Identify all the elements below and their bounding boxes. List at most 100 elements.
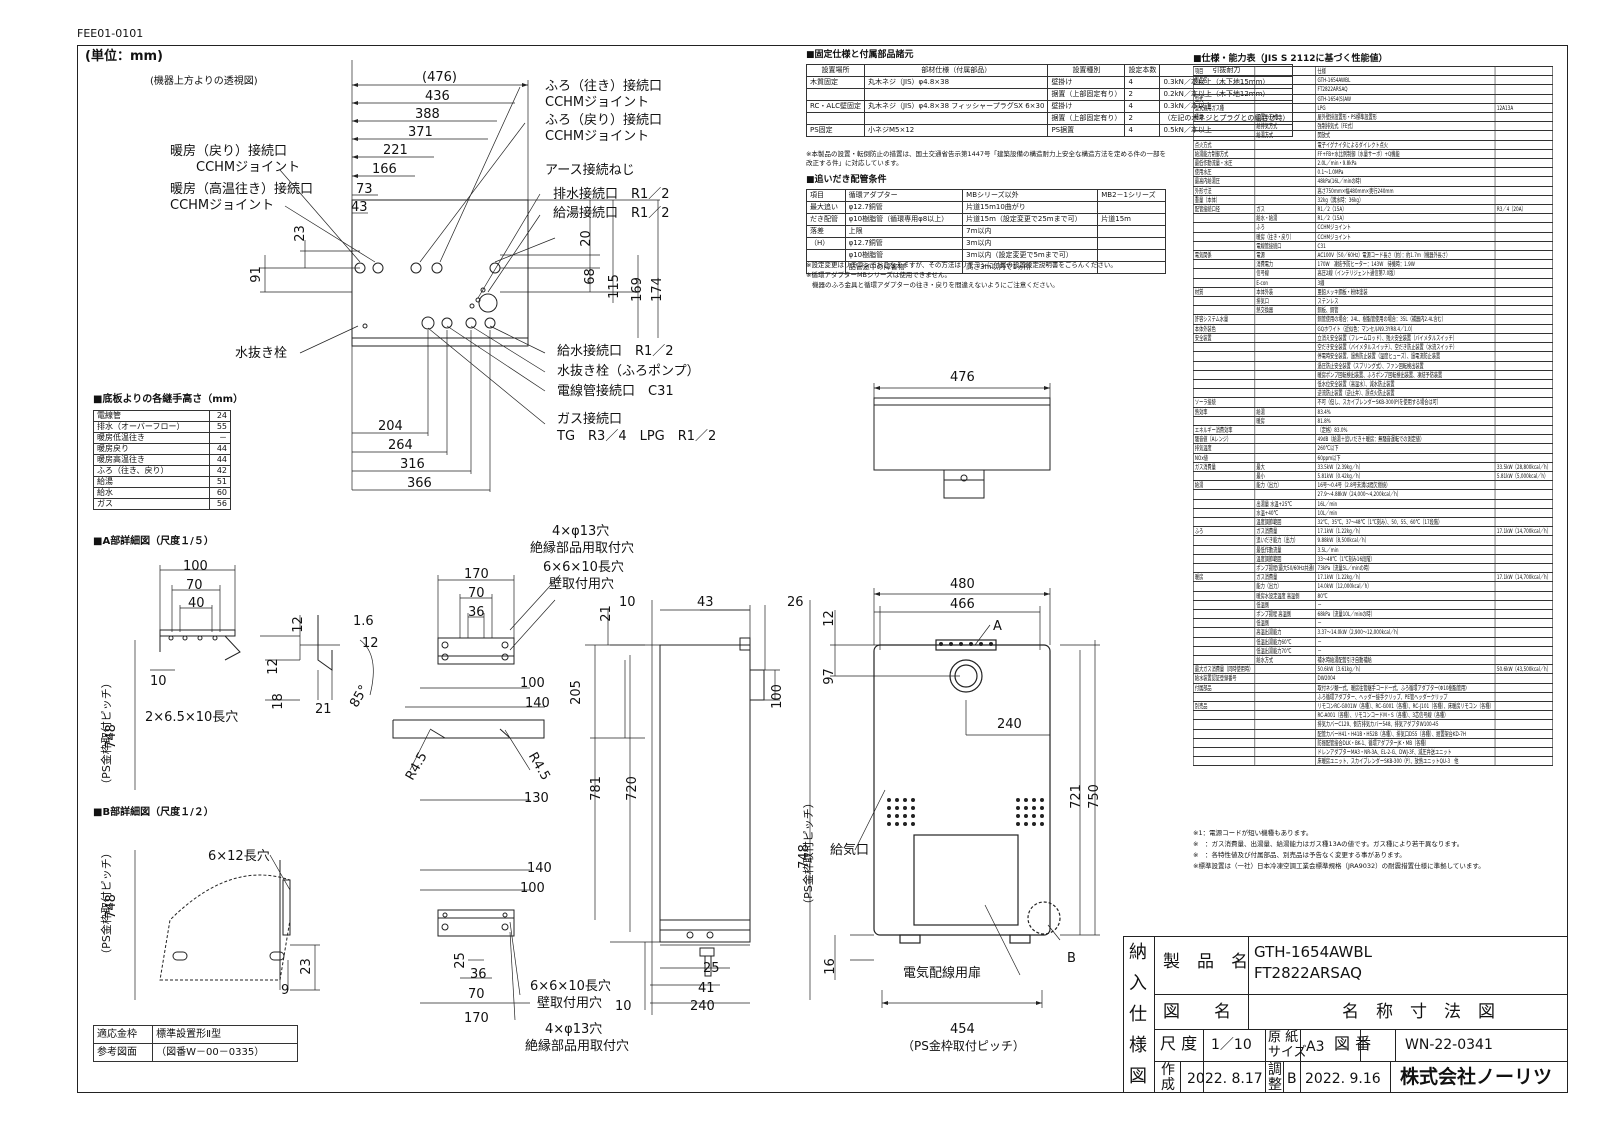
- spec-cell: 型式: [1193, 93, 1256, 104]
- spec-cell: [1494, 360, 1553, 371]
- spec-title: ■仕様・能力表（JIS S 2112に基づく性能値）: [1193, 54, 1388, 64]
- br-dim-36b: 36: [470, 967, 487, 982]
- spec-row: 暖房ポンプ回転検出装置、ふろポンプ回転検出装置、凍結予防装置: [1193, 369, 1553, 380]
- company-logo: 株式会社ノーリツ: [1400, 1066, 1553, 1088]
- spec-cell: 立消え安全装置（フレームロッド）、残火安全装置（バイメタルスイッチ）: [1315, 332, 1496, 344]
- spec-cell: [1494, 213, 1553, 224]
- tb-line-3: [1155, 1061, 1568, 1062]
- front-dim-240: 240: [997, 717, 1022, 732]
- spec-cell: 低水位安全装置（高温水）、減水防止装置: [1315, 378, 1496, 390]
- revision: B: [1287, 1071, 1297, 1087]
- spec-row: 暖房（往き・戻り）CCHMジョイント: [1193, 231, 1553, 242]
- spec-cell: 安全装置: [1193, 332, 1256, 344]
- spec-row: 外形寸法高さ750mm×幅480mm×奥行240mm: [1193, 185, 1553, 196]
- spec-cell: R1／2（15A）: [1315, 204, 1496, 215]
- spec-row: FT2822ARSAQ: [1193, 84, 1553, 95]
- piping-cell: MB2－1シリーズ: [1097, 189, 1166, 202]
- spec-cell: 給排気方式: [1254, 121, 1317, 132]
- spec-cell: [1254, 434, 1317, 445]
- side-char-1: 納: [1129, 942, 1147, 963]
- piping-cell: 3m以内（設定変更で5mまで可）: [962, 249, 1099, 262]
- br-label-slot-2: 6×6×10長穴: [530, 979, 611, 994]
- label-heating-return: 暖房（戻り）接続口: [170, 144, 288, 159]
- spec-cell: [1193, 710, 1256, 721]
- tb-vline-10: [1395, 1029, 1396, 1061]
- spec-row: エネルギー消費効率（定格）83.0%: [1193, 424, 1553, 436]
- spec-cell: C31: [1315, 240, 1496, 252]
- label-heating-high-out: 暖房（高温往き）接続口: [170, 182, 314, 197]
- spec-cell: ガス消費量: [1193, 461, 1256, 472]
- label-cchm-3: CCHMジョイント: [196, 160, 301, 175]
- spec-cell: 9.88kW（8,500kcal／h）: [1315, 535, 1496, 546]
- spec-cell: 銅管使用の場合：24L、樹脂管使用の場合：35L（補器内2.4L含む）: [1315, 314, 1496, 325]
- dim-169: 169: [629, 277, 645, 302]
- spec-cell: 排気口: [1254, 296, 1317, 307]
- br-dim-781: 781: [588, 776, 604, 801]
- a-dim-18: 18: [270, 693, 286, 710]
- spec-cell: [1193, 645, 1256, 657]
- a-dim-70: 70: [186, 578, 203, 593]
- heights-cell: －: [208, 432, 232, 444]
- spec-cell: [1494, 314, 1553, 325]
- spec-cell: 低温側: [1254, 618, 1317, 629]
- br-dim-36: 36: [468, 605, 485, 620]
- spec-cell: 出湯量 水温+25℃: [1254, 498, 1317, 509]
- spec-cell: [1494, 645, 1553, 657]
- spec-cell: 17.1kW（1.22kg／h）: [1315, 526, 1496, 537]
- spec-cell: [1254, 756, 1317, 767]
- heights-cell: 44: [208, 443, 232, 455]
- spec-cell: 給湯: [1193, 480, 1256, 491]
- spec-cell: 16号～0.4号（2.8号未満は間欠燃焼）: [1315, 480, 1496, 491]
- spec-cell: [1494, 240, 1553, 252]
- spec-cell: [1254, 691, 1317, 703]
- spec-cell: [1254, 489, 1317, 500]
- fixing-cell: 丸木ネジ（JIS）φ4.8×38 フィッシャープラグSX 6×30: [863, 100, 1049, 113]
- heights-cell: 電線管: [93, 410, 210, 422]
- spec-cell: 17.1kW（14,700kcal／h）: [1494, 526, 1553, 537]
- heights-cell: 55: [208, 421, 232, 433]
- fixing-cell: PS固定: [806, 124, 865, 137]
- front-dim-454: 454: [950, 1022, 975, 1037]
- spec-cell: 逆流防止装置（逆止弁）、誤点火防止装置: [1315, 388, 1496, 399]
- spec-cell: [1254, 65, 1317, 77]
- spec-cell: 32℃、35℃、37～48℃（1℃刻み）、50、55、60℃（17段階）: [1315, 516, 1496, 528]
- piping-note-2: ※循環アダプターMBシリーズは使用できません。: [806, 271, 951, 279]
- label-bath-out: ふろ（往き）接続口: [545, 79, 663, 94]
- spec-cell: [1254, 158, 1317, 169]
- spec-cell: [1193, 268, 1256, 279]
- tb-vline-9: [1360, 1029, 1361, 1061]
- piping-cell: 3m以内: [962, 237, 1099, 250]
- spec-cell: [1254, 75, 1317, 86]
- tb-vline-8: [1180, 1061, 1181, 1093]
- spec-cell: 項目: [1193, 65, 1256, 77]
- spec-cell: 最低作動流量: [1254, 544, 1317, 555]
- piping-cell: 落差: [806, 225, 846, 238]
- spec-cell: [1193, 590, 1256, 601]
- heights-row: 暖房低温往き－: [93, 432, 232, 444]
- paper-label-1: 原 紙: [1268, 1030, 1299, 1045]
- piping-note-3: 機器のふろ金具と循環アダプターの往き・戻りを間違えないようにご注意ください。: [812, 281, 1059, 289]
- fixing-cell: 据置（上部固定有り）: [1047, 88, 1126, 101]
- spec-cell: 停電時安全装置、過熱防止装置（温度ヒューズ）、過電流防止装置: [1315, 351, 1496, 362]
- front-label-door: 電気配線用扉: [903, 966, 982, 981]
- title-block: [1123, 936, 1568, 1093]
- spec-cell: ガス消費量: [1254, 572, 1317, 583]
- a-dim-12c: 12: [265, 658, 281, 675]
- front-label-pitch-vertical: （PS金枠取付ピッチ）: [801, 797, 815, 910]
- adjust-label-2: 整: [1268, 1077, 1282, 1093]
- heights-row: ふろ（往き、戻り）42: [93, 465, 232, 477]
- spec-cell: ポンプ揚程(最大50/60Hz共通): [1254, 562, 1317, 574]
- spec-cell: [1193, 369, 1256, 380]
- spec-row: 給水方式補水時給湯配管引き自動補給: [1193, 654, 1553, 666]
- spec-cell: 排気カバーC129、側方排気カバー548、排気アダプタW100-45: [1315, 719, 1496, 730]
- tb-line-2: [1155, 1029, 1568, 1030]
- br-dim-25: 25: [452, 952, 468, 969]
